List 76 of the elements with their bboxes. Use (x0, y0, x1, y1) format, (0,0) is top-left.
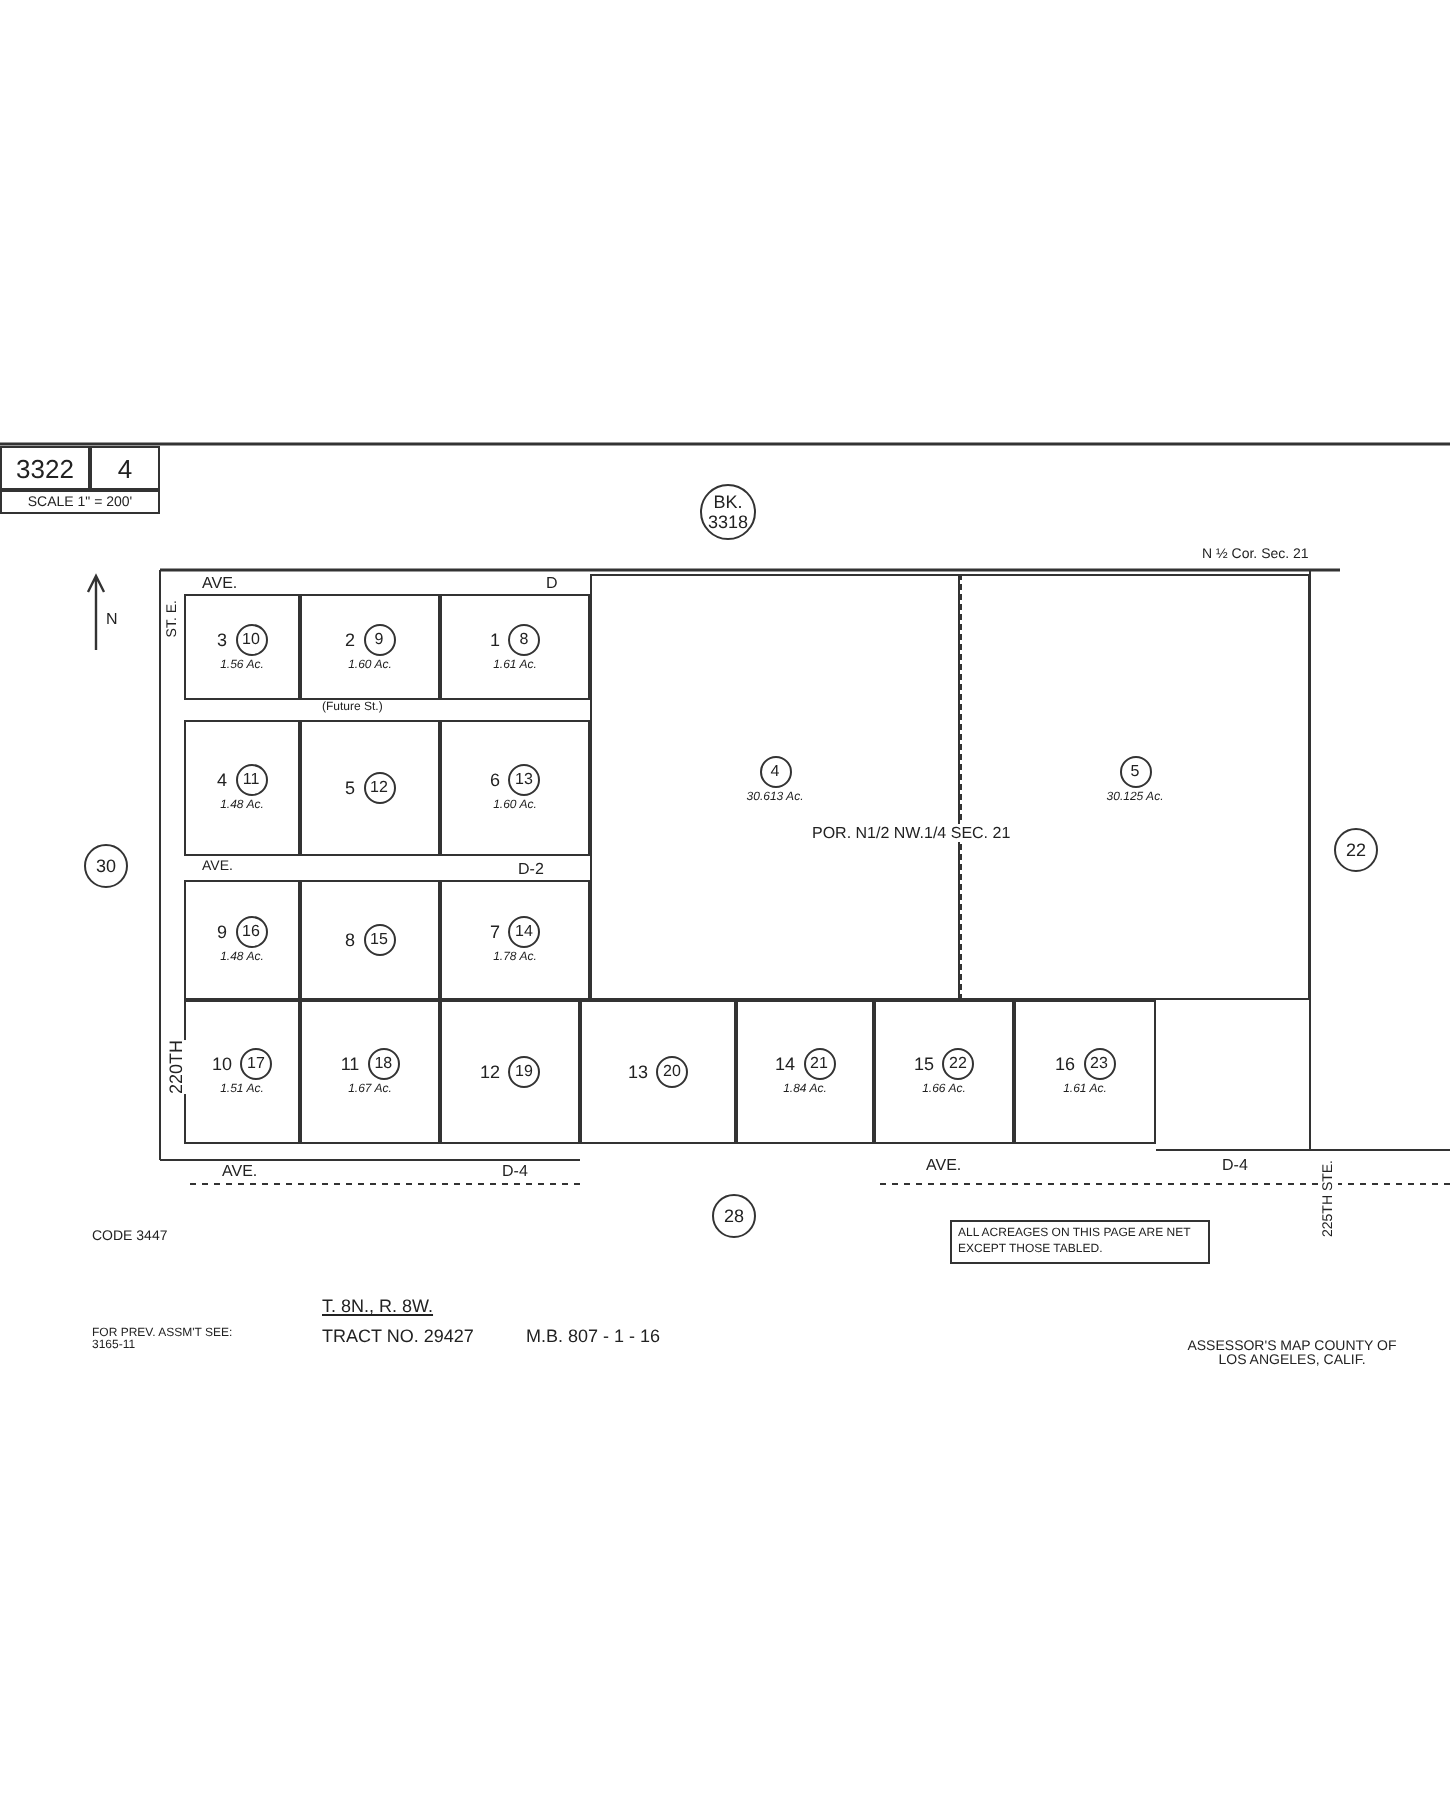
north-label: N (104, 610, 120, 628)
lot-number: 2 (344, 629, 355, 649)
lot-number: 1 (489, 629, 500, 649)
parcel-number: 10 (235, 623, 267, 655)
street-name: AVE. (924, 1156, 964, 1174)
circled-map-number (1334, 828, 1378, 872)
lot-number: 16 (1054, 1054, 1075, 1074)
street-name: D (544, 574, 560, 592)
street-name: D-2 (516, 860, 546, 878)
circled-map-number (712, 1194, 756, 1238)
lot-number: 9 (216, 922, 227, 942)
parcel-number: 8 (508, 623, 540, 655)
parcel-number: 19 (508, 1056, 540, 1088)
parcel-number: 20 (656, 1056, 688, 1088)
parcel-lot (440, 720, 590, 856)
parcel-lot (300, 720, 440, 856)
parcel-number: 5 (1119, 756, 1151, 788)
map-label: 3322 (16, 453, 74, 483)
parcel-number: 23 (1083, 1048, 1115, 1080)
map-number-box (0, 446, 90, 490)
tract-label: TRACT NO. 29427 (320, 1326, 476, 1346)
map-reference: 22 (1345, 840, 1366, 860)
lot-number: 6 (489, 770, 500, 790)
parcel-number: 15 (363, 924, 395, 956)
lot-number: 14 (774, 1054, 795, 1074)
note-box (950, 1220, 1210, 1264)
township-label: T. 8N., R. 8W. (320, 1296, 436, 1316)
lot-number: 10 (211, 1054, 232, 1074)
parcel-lot (874, 1000, 1014, 1144)
map-reference: 28 (723, 1206, 744, 1226)
parcel-number: 14 (508, 916, 540, 948)
lot-number: 3 (216, 629, 227, 649)
parcel-number: 21 (803, 1048, 835, 1080)
section-label: POR. N1/2 NW.1/4 SEC. 21 (810, 824, 1013, 842)
parcel-lot (184, 594, 300, 700)
parcel-number: 13 (508, 764, 540, 796)
street-name: D-4 (500, 1162, 530, 1180)
lot-number: 12 (479, 1062, 500, 1082)
map-label: 4 (117, 453, 133, 483)
lot-number: 7 (489, 922, 500, 942)
parcel-number: 16 (235, 916, 267, 948)
parcel-lot (300, 880, 440, 1000)
parcel-number: 11 (235, 764, 267, 796)
parcel-lot (440, 880, 590, 1000)
parcel-lot (580, 1000, 736, 1144)
street-name: AVE. (220, 1162, 260, 1180)
map-number-box (90, 446, 160, 490)
circled-map-number (700, 484, 756, 540)
lot-number: 15 (913, 1054, 934, 1074)
parcel-number: 12 (363, 772, 395, 804)
lot-number: 11 (340, 1054, 360, 1074)
lot-number: 4 (216, 770, 227, 790)
scale-box (0, 490, 160, 514)
circled-map-number (84, 844, 128, 888)
parcel-lot (184, 880, 300, 1000)
parcel-number: 22 (942, 1048, 974, 1080)
parcel-lot (1014, 1000, 1156, 1144)
lot-number: 5 (344, 778, 355, 798)
street-name: D-4 (1220, 1156, 1250, 1174)
map-reference: BK. 3318 (705, 492, 751, 532)
parcel-lot (440, 1000, 580, 1144)
parcel-lot (184, 720, 300, 856)
parcel-number: 18 (367, 1048, 400, 1080)
lot-number: 13 (627, 1062, 648, 1082)
parcel-lot (300, 1000, 440, 1144)
lot-number: 8 (344, 930, 355, 950)
map-reference: 30 (95, 856, 116, 876)
parcel-number: 9 (363, 623, 395, 655)
parcel-number: 4 (759, 756, 791, 788)
parcel-lot (300, 594, 440, 700)
parcel-lot (440, 594, 590, 700)
map-book-label: M.B. 807 - 1 - 16 (524, 1326, 663, 1346)
street-name: AVE. (200, 574, 240, 592)
parcel-number: 17 (240, 1048, 272, 1080)
street-name: 220TH (164, 1040, 188, 1095)
parcel-lot (736, 1000, 874, 1144)
